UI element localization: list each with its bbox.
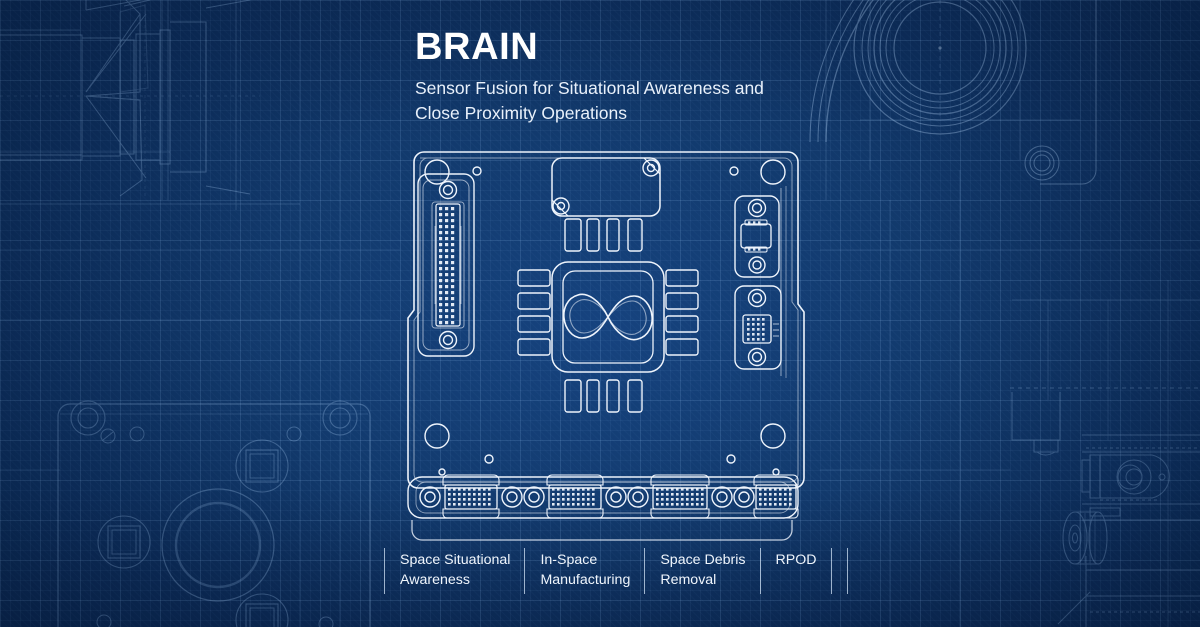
left-edge-connector (417, 173, 475, 357)
page-subtitle: Sensor Fusion for Situational Awareness … (415, 78, 764, 124)
header: BRAIN Sensor Fusion for Situational Awar… (415, 28, 885, 127)
tag-label: Space Debris Removal (660, 552, 746, 589)
tag-space-situational-awareness[interactable]: Space Situational Awareness (384, 548, 524, 594)
cone-truss-assembly-drawing (0, 0, 260, 200)
tag-label: RPOD (775, 552, 817, 568)
top-module (551, 157, 661, 217)
soc-pad-array (517, 218, 699, 413)
infinity-symbol-logo (563, 293, 653, 341)
tag-strip-end-divider (830, 548, 848, 594)
brain-board-svg (407, 151, 805, 541)
top-left-frame-lines (0, 0, 300, 210)
right-edge-connector-rail (734, 186, 787, 378)
application-tag-strip: Space Situational Awareness In-Space Man… (384, 548, 848, 594)
tag-space-debris-removal[interactable]: Space Debris Removal (644, 548, 759, 594)
tag-label: Space Situational Awareness (400, 552, 511, 589)
bottom-connector-bank (407, 474, 799, 519)
tag-label: In-Space Manufacturing (540, 552, 631, 589)
main-soc-chip (551, 261, 665, 373)
mounting-plate-with-bosses-drawing (57, 400, 371, 627)
board-bottom-skirt (411, 520, 793, 541)
tag-rpod[interactable]: RPOD (759, 548, 831, 594)
board-outline (407, 151, 805, 489)
actuator-and-knurled-knob-drawing (1010, 280, 1200, 627)
tag-in-space-manufacturing[interactable]: In-Space Manufacturing (524, 548, 644, 594)
page-title: BRAIN (415, 26, 539, 68)
board-mounting-holes (424, 159, 786, 476)
brain-board-diagram (398, 128, 814, 553)
